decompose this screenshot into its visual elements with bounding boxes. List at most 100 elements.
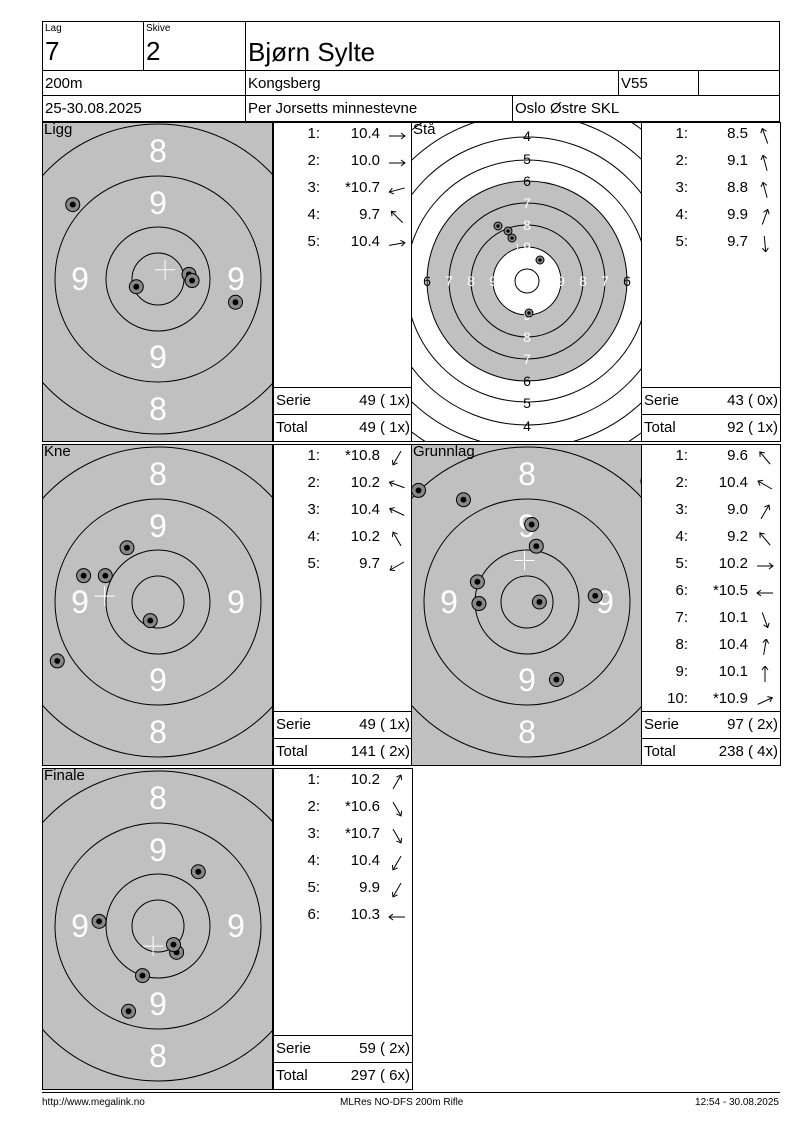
shot-number: 5: xyxy=(307,555,320,572)
shot-row: 6:10.3 xyxy=(274,906,412,928)
target-ring xyxy=(43,123,272,435)
shot-row: 3:*10.7 xyxy=(274,825,412,847)
shot-hole-center xyxy=(528,521,535,528)
shot-number: 4: xyxy=(307,206,320,223)
direction-arrow-icon xyxy=(761,209,770,225)
direction-arrow-icon xyxy=(756,589,773,597)
place: Kongsberg xyxy=(248,75,321,92)
shot-hole-center xyxy=(506,229,510,233)
ring-number: 9 xyxy=(518,662,536,698)
direction-arrow-icon xyxy=(389,132,406,140)
total-label: Total xyxy=(644,743,676,760)
target-ring xyxy=(500,575,554,629)
ring-number: 9 xyxy=(149,508,167,544)
footer-rule xyxy=(42,1092,780,1093)
shot-hole-center xyxy=(533,543,540,550)
shot-row: 2:10.4 xyxy=(642,474,780,496)
direction-arrow-icon xyxy=(762,639,770,655)
shot-value: 10.3 xyxy=(350,906,380,923)
direction-arrow-icon xyxy=(388,913,405,921)
target-ring xyxy=(131,899,185,953)
total-value: 238 ( 4x) xyxy=(718,743,778,760)
ring-number: 9 xyxy=(227,261,245,297)
shot-value: *10.7 xyxy=(344,179,380,196)
target-ring xyxy=(43,770,272,1082)
shot-row: 4:10.2 xyxy=(274,528,412,550)
shot-row: 10:*10.9 xyxy=(642,690,780,712)
shot-hole-center xyxy=(476,600,482,607)
shot-number: 1: xyxy=(307,447,320,464)
ring-number: 6 xyxy=(623,273,631,289)
ring-number: 7 xyxy=(523,351,531,367)
shot-row: 1: *10.8 xyxy=(274,447,412,469)
header-divider xyxy=(512,95,513,121)
footer-url[interactable]: http://www.megalink.no xyxy=(42,1097,145,1108)
shot-value: 9.0 xyxy=(727,501,748,518)
class: V55 xyxy=(621,75,648,92)
direction-arrow-icon xyxy=(757,479,773,490)
ring-number: 8 xyxy=(149,456,167,492)
ring-number: 8 xyxy=(467,273,475,289)
shot-row: 9:10.1 xyxy=(642,663,780,685)
total-row: Total 297 ( 6x) xyxy=(274,1062,412,1089)
target-panel: 45678998765467899876Stå xyxy=(411,122,642,442)
shot-number: 3: xyxy=(307,179,320,196)
ring-number: 9 xyxy=(71,261,89,297)
serie-value: 97 ( 2x) xyxy=(727,716,778,733)
shot-number: 1: xyxy=(307,771,320,788)
header-divider xyxy=(618,70,619,95)
shot-row: 5:10.2 xyxy=(642,555,780,577)
shot-hole-center xyxy=(415,487,422,494)
ring-number: 8 xyxy=(579,273,587,289)
shot-hole-center xyxy=(189,277,196,284)
target-ring xyxy=(514,268,540,294)
serie-value: 49 ( 1x) xyxy=(359,716,410,733)
direction-arrow-icon xyxy=(389,159,406,167)
skive-label: Skive xyxy=(146,23,171,34)
shot-row: 1:10.2 xyxy=(274,771,412,793)
target-ring xyxy=(105,549,211,655)
ring-number: 8 xyxy=(149,714,167,750)
serie-label: Serie xyxy=(276,1040,312,1057)
shot-number: 1: xyxy=(307,125,320,142)
club-name: Oslo Østre SKL xyxy=(515,100,620,117)
shot-number: 6: xyxy=(675,582,688,599)
shot-hole-center xyxy=(474,578,481,585)
ring-number: 8 xyxy=(149,780,167,816)
serie-label: Serie xyxy=(644,392,680,409)
shot-number: 9: xyxy=(675,663,688,680)
shot-row: 2:10.0 xyxy=(274,152,412,174)
shot-number: 4: xyxy=(307,528,320,545)
ring-number: 6 xyxy=(523,373,531,389)
shot-value: 10.4 xyxy=(718,474,748,491)
shot-value: 10.4 xyxy=(350,125,380,142)
shot-value: *10.6 xyxy=(344,798,380,815)
ring-number: 9 xyxy=(149,662,167,698)
shot-value: 9.9 xyxy=(359,879,380,896)
total-value: 297 ( 6x) xyxy=(350,1067,410,1084)
total-label: Total xyxy=(276,1067,308,1084)
shot-row: 5:9.7 xyxy=(274,555,412,577)
direction-arrow-icon xyxy=(391,855,402,871)
shot-value: 8.8 xyxy=(727,179,748,196)
shot-value: *10.8 xyxy=(344,447,380,464)
shot-value: 9.2 xyxy=(727,528,748,545)
ring-number: 8 xyxy=(523,217,531,233)
shot-hole-center xyxy=(553,676,560,683)
shot-value: 9.6 xyxy=(727,447,748,464)
ring-number: 9 xyxy=(227,584,245,620)
shot-hole-center xyxy=(54,657,61,664)
shot-number: 2: xyxy=(675,152,688,169)
shot-hole-center xyxy=(102,572,109,579)
shot-hole-center xyxy=(170,941,177,948)
direction-arrow-icon xyxy=(757,696,774,705)
